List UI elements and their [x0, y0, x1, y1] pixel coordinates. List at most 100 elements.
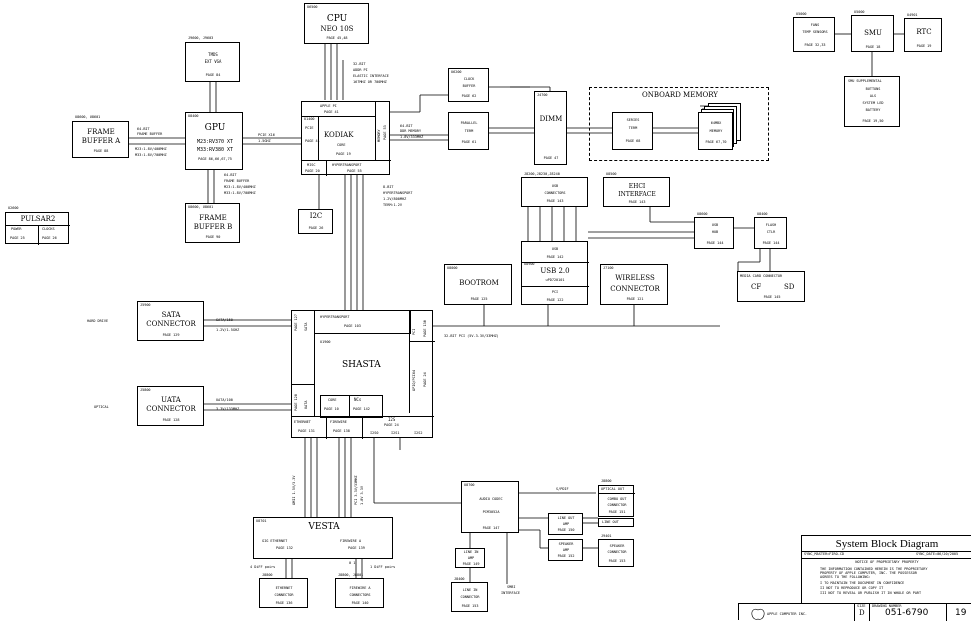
shasta-gpio-page: PAGE 24 — [423, 372, 427, 387]
smu-supplemental-block: SMU SUPPLEMENTAL BUTTONS ALS SYSTEM LED … — [844, 76, 900, 127]
gpu-fbb-note-1: 64-BIT — [224, 173, 237, 177]
shasta-eth-page: PAGE 131 — [298, 429, 315, 433]
vesta-eth: GIG ETHERNET — [262, 539, 288, 543]
onboard-memory-block: 64MBX MEMORY PAGE 67,70 — [698, 112, 733, 150]
pulsar-clocks-page: PAGE 26 — [42, 236, 57, 240]
shasta-fw-page: PAGE 138 — [333, 429, 350, 433]
tmds-ref: J9600, J9603 — [188, 36, 214, 40]
audio-line1: AUDIO CODEC — [479, 497, 503, 501]
kodiak-ht: HYPERTRANSPORT — [332, 163, 362, 167]
title-block-notice: NOTICE OF PROPRIETARY PROPERTY — [855, 560, 919, 564]
bootrom-title: BOOTROM — [459, 279, 499, 287]
usbhub-page: PAGE 144 — [706, 241, 724, 245]
shasta-gpio: GPIO/PCI64 — [412, 369, 416, 391]
bootrom-ref: U8000 — [447, 266, 458, 270]
parallel-line1: PARALLEL — [460, 121, 478, 125]
usb2-block: USB PAGE 142 U8900 USB 2.0 uPD720101 PCI… — [521, 241, 589, 305]
title-block-n1: THE INFORMATION CONTAINED HEREIN IS THE … — [820, 567, 928, 571]
sata-side: HARD DRIVE — [87, 319, 109, 323]
clock-ref: U6200 — [451, 70, 462, 74]
flash-ctlr-block: U8400 FLASH CTLR PAGE 144 — [754, 212, 787, 249]
flash-line1: FLASH — [765, 223, 777, 227]
audio-codec-block: U8700 AUDIO CODEC PCM3052A PAGE 147 — [461, 481, 519, 533]
fba-ref: U8600, U8601 — [75, 115, 101, 119]
shasta-title: SHASTA — [342, 360, 381, 370]
media-sd: SD — [784, 283, 795, 291]
gpu-fbb-note-3: M23:1.8V/400MHZ — [224, 185, 256, 189]
lineout-l1: LINE OUT — [557, 516, 575, 520]
title-block-bottom: APPLE COMPUTER INC. SIZE D DRAWING NUMBE… — [738, 603, 971, 621]
smu-page: PAGE 18 — [865, 45, 881, 49]
ethconn-line2: CONNECTOR — [274, 593, 294, 597]
series-page: PAGE 68 — [625, 139, 641, 143]
cpu-subtitle: NEO 10S — [320, 25, 354, 33]
lineout-page: PAGE 150 — [557, 528, 575, 532]
usbhub-ref: U8600 — [697, 212, 708, 216]
kodiak-ht-page: PAGE 55 — [347, 169, 362, 173]
lineout-side: LINE OUT — [602, 520, 619, 524]
usbconn-line1: USB — [551, 184, 559, 188]
onboard-mem-line1: 64MBX — [710, 121, 722, 125]
fbb-page: PAGE 90 — [205, 235, 221, 239]
kodiak-misc: MISC — [307, 163, 316, 167]
line-in-connector-block: J8400 LINE IN CONNECTOR PAGE 153 — [451, 577, 488, 612]
shasta-core: CORE — [328, 398, 337, 402]
usb2-usb: USB — [551, 247, 559, 251]
vesta-fw: FIREWIRE A — [340, 539, 362, 543]
gpu-fbb-note-2: FRAME BUFFER — [224, 179, 250, 183]
clock-line2: BUFFER — [462, 84, 476, 88]
wireless-page: PAGE 121 — [626, 297, 644, 301]
gpu-fbb-note-4: M33:1.8V/700MHZ — [224, 191, 256, 195]
rtc-block: U4901 RTC PAGE 19 — [904, 13, 942, 52]
lineinconn-ref: J8400 — [454, 577, 465, 581]
fwconn-ref: J8800, J8801 — [338, 573, 364, 577]
lineinconn-page: PAGE 153 — [461, 604, 479, 608]
shasta-ht: HYPERTRANSPORT — [320, 315, 350, 319]
gpu-page: PAGE 86,66,67,75 — [198, 157, 232, 161]
shasta-i2s-l1: I2S0 — [370, 431, 379, 435]
pulsar-ref: U2600 — [8, 206, 19, 210]
vesta-eth-page: PAGE 132 — [276, 546, 293, 550]
usb-connectors-block: J8200,J8230,J8240 USB CONNECTORS PAGE 14… — [521, 172, 588, 207]
tmds-page: PAGE 84 — [205, 73, 221, 77]
kodiak-mem-page: PAGE 53 — [383, 125, 387, 140]
uata-side: OPTICAL — [94, 405, 109, 409]
ethconn-side: 4 DiFF pairs — [250, 565, 276, 569]
sata-line1: SATA — [161, 311, 181, 319]
shasta-eth: ETHERNET — [294, 420, 311, 424]
linein-page: PAGE 149 — [462, 562, 480, 566]
audio-note-2: INTERFACE — [501, 591, 520, 595]
fwconn-page: PAGE 140 — [351, 601, 369, 605]
gpu-fba-note-2: FRAME BUFFER — [137, 132, 163, 136]
cpu-note-3: ELASTIC INTERFACE — [353, 74, 389, 78]
series-line1: SERIES — [626, 118, 640, 122]
usbconn-line2: CONNECTORS — [544, 191, 566, 195]
shasta-core-page: PAGE 10 — [324, 407, 339, 411]
uata-page: PAGE 128 — [162, 418, 180, 422]
pulsar-power-page: PAGE 25 — [10, 236, 25, 240]
shasta-ref: U1900 — [320, 340, 331, 344]
usbconn-page: PAGE 143 — [546, 199, 564, 203]
smu-title: SMU — [864, 29, 882, 37]
fans-title: FANS — [810, 23, 820, 27]
vesta-title: VESTA — [308, 522, 340, 532]
shasta-i2s-l3: I2S2 — [414, 431, 423, 435]
ehci-interface-block: U8500 EHCI INTERFACE PAGE 143 — [603, 172, 670, 207]
gpu-line2: M33:RV380 XT — [196, 147, 234, 153]
line-in-amp-block: LINE IN AMP PAGE 149 — [455, 548, 485, 568]
gpu-fba-note-3: M23:1.8V/400MHZ — [135, 147, 167, 151]
title-block-n5: II NOT TO REPRODUCE OR COPY IT — [820, 586, 884, 590]
gpu-fba-note-4: M33:1.8V/700MHZ — [135, 153, 167, 157]
usb-hub-block: U8600 USB HUB PAGE 144 — [694, 212, 734, 249]
wireless-line2: CONNECTOR — [610, 285, 660, 293]
title-block-left: SYNC_MASTER=FIRO-CD — [804, 552, 845, 556]
clock-line1: CLOCK — [463, 77, 475, 81]
pcie-note-1: PCIE X16 — [258, 133, 275, 137]
sata-bus: SATA/150 — [216, 318, 233, 322]
usbhub-line2: HUB — [711, 230, 719, 234]
flash-page: PAGE 144 — [762, 241, 780, 245]
firewire-connectors-block: J8800, J8801 FIREWIRE A CONNECTORS PAGE … — [335, 573, 384, 608]
smusup-l5: BATTERY — [865, 108, 881, 112]
